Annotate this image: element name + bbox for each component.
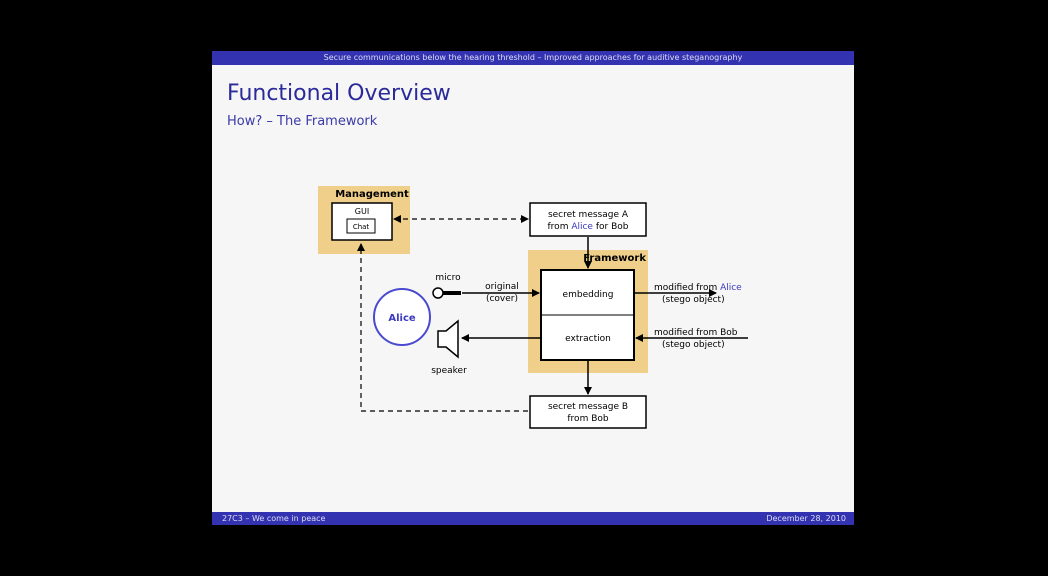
gui-label: GUI	[355, 207, 369, 216]
secret-message-a-line2: from Alice for Bob	[548, 222, 629, 232]
framework-diagram: Management GUI Chat secret message A fro…	[318, 186, 748, 429]
secret-message-b-box	[529, 395, 647, 429]
management-label: Management	[335, 189, 409, 200]
footer-left: 27C3 – We come in peace	[222, 514, 326, 523]
stego-object-bob-label: (stego object)	[662, 340, 725, 350]
modified-from-alice-label: modified from Alice	[654, 283, 742, 293]
secret-message-a-box	[529, 202, 647, 237]
micro-label: micro	[435, 273, 461, 283]
secret-message-b-line2: from Bob	[567, 414, 608, 424]
framework-label: Framework	[583, 253, 646, 264]
slide-footer-bar: 27C3 – We come in peace December 28, 201…	[212, 512, 854, 525]
microphone-handle	[443, 291, 461, 295]
speaker-icon	[437, 319, 459, 359]
slide-header-bar: Secure communications below the hearing …	[212, 51, 854, 65]
footer-right: December 28, 2010	[766, 514, 846, 523]
page-subtitle: How? – The Framework	[227, 114, 378, 129]
extraction-label: extraction	[565, 334, 611, 344]
chat-label: Chat	[353, 223, 370, 231]
chat-box	[346, 218, 376, 234]
cover-label: (cover)	[486, 294, 518, 304]
secret-message-b-line1: secret message B	[548, 402, 628, 412]
alice-label: Alice	[388, 313, 416, 324]
secret-message-a-line1: secret message A	[548, 210, 629, 220]
original-label: original	[485, 282, 519, 292]
modified-from-bob-label: modified from Bob	[654, 328, 738, 338]
speaker-label: speaker	[431, 366, 467, 376]
alice-circle	[373, 288, 431, 346]
slide: Secure communications below the hearing …	[212, 51, 854, 525]
microphone-icon	[432, 287, 444, 299]
page-title: Functional Overview	[227, 81, 451, 106]
embedding-label: embedding	[563, 290, 614, 300]
secret-b-gui-link	[357, 243, 528, 412]
stego-object-alice-label: (stego object)	[662, 295, 725, 305]
